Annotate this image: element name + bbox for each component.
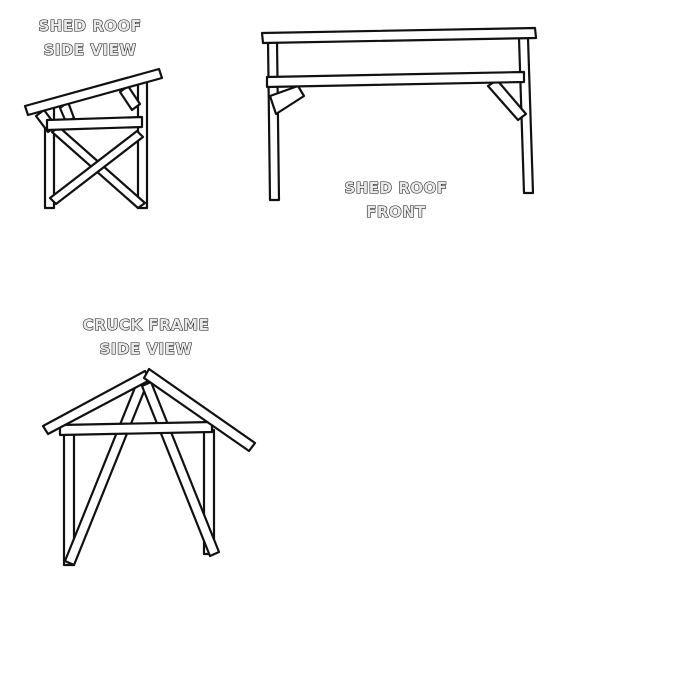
front-left-post [266, 38, 281, 202]
front-knee-brace-left [268, 84, 306, 116]
shed-roof-front-diagram: SHED ROOF FRONT [260, 26, 538, 222]
shed-roof-side-view-title-line-2: SIDE VIEW [44, 41, 137, 59]
right-post [136, 78, 149, 210]
tie-beam [45, 115, 144, 132]
cruck-tie-beam [58, 420, 214, 437]
sloped-rafter [23, 67, 164, 117]
cruck-frame-side-view-diagram: CRUCK FRAME SIDE VIEW [41, 315, 257, 567]
shed-roof-front-title-line-1: SHED ROOF [344, 179, 447, 197]
cruck-rafter-right [142, 367, 257, 453]
front-top-plate [260, 26, 538, 45]
cross-brace-b [48, 129, 145, 206]
front-lower-beam [265, 70, 526, 89]
cruck-frame-side-view-title-line-2: SIDE VIEW [100, 340, 193, 358]
cruck-frame-side-view-title-line-1: CRUCK FRAME [83, 316, 210, 334]
shed-roof-front-title-line-2: FRONT [366, 203, 426, 221]
shed-roof-side-view-title-line-1: SHED ROOF [38, 17, 141, 35]
shed-roof-side-view-diagram: SHED ROOF SIDE VIEW [23, 16, 164, 210]
